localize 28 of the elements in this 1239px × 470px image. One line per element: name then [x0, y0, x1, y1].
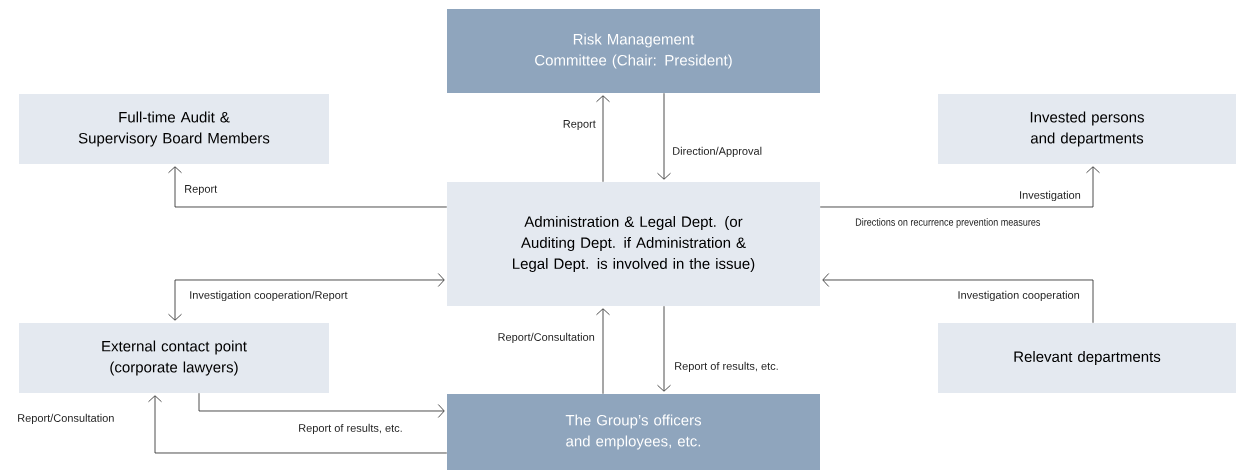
department-box: External contact point (corporate lawyers) [19, 323, 329, 393]
edge-label: Report/Consultation [16, 412, 116, 426]
edge-label: Report of results, etc. [673, 360, 780, 374]
department-box: Full-time Audit & Supervisory Board Members [19, 94, 329, 164]
arrow [596, 95, 610, 183]
arrow [148, 395, 448, 454]
arrow [822, 273, 1094, 324]
edge-label: Report of results, etc. [297, 422, 404, 436]
edge-label: Investigation cooperation [956, 289, 1081, 303]
edge-label: Investigation [1018, 189, 1082, 203]
department-box: Relevant departments [938, 323, 1236, 393]
arrow [657, 92, 671, 180]
arrow [198, 392, 445, 418]
arrow [168, 273, 445, 321]
edge-label: Report [561, 119, 597, 131]
department-box: Invested persons and departments [938, 94, 1236, 164]
edge-label: Report/Consultation [496, 331, 596, 345]
arrow [596, 308, 610, 395]
arrow [168, 166, 448, 208]
arrow [819, 166, 1100, 208]
edge-label: Investigation cooperation/Report [188, 289, 349, 303]
department-box: Administration & Legal Dept. (or Auditing Dept. if Administration & Legal Dept. is involved in the issue) [447, 182, 820, 306]
committee-box: The Group’s officers and employees, etc. [447, 394, 820, 470]
arrow [657, 305, 671, 392]
edge-label: Report [183, 184, 219, 196]
note-label: Directions on recurrence prevention measures [855, 218, 1041, 228]
edge-label: Direction/Approval [671, 145, 764, 159]
committee-box: Risk Management Committee (Chair: President) [447, 9, 820, 93]
